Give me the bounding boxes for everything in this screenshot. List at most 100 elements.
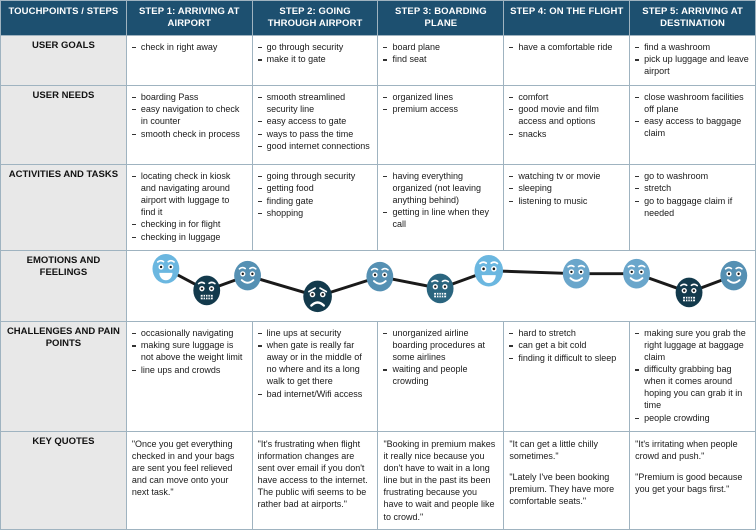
bullet-item: can get a bit cold (509, 340, 623, 352)
emotion-face-neutral (233, 260, 261, 291)
quote-text: "Once you get everything checked in and … (131, 439, 235, 498)
bullet-item: having everything organized (not leaving… (383, 171, 497, 207)
face-head (675, 277, 703, 308)
cell-user-goals-step1: check in right away (125, 34, 253, 86)
face-eyebrow (490, 261, 499, 265)
face-pupil (251, 272, 254, 276)
emotion-face-upset (193, 275, 220, 306)
bullet-item: boarding Pass (131, 92, 246, 104)
bullet-item: go to baggage claim if needed (635, 196, 749, 220)
face-eyebrow (441, 279, 449, 283)
face-pupil (210, 287, 213, 290)
bullet-item: making sure you grab the right luggage a… (635, 328, 749, 364)
bullet-list: locating check in kiosk and navigating a… (131, 171, 246, 244)
cell-quotes-step2: "It's frustrating when flight informatio… (251, 431, 379, 530)
face-head (426, 273, 454, 304)
face-head (233, 260, 261, 291)
bullet-item: organized lines (383, 92, 497, 104)
quote-text: "It's frustrating when flight informatio… (257, 439, 368, 510)
row-label-user-needs: USER NEEDS (0, 84, 127, 165)
face-eyebrow (430, 279, 439, 283)
face-eyebrow (724, 266, 733, 270)
emotion-face-neutral (562, 258, 590, 289)
quote-group: "Once you get everything checked in and … (132, 438, 246, 498)
bullet-item: find seat (383, 54, 497, 66)
quote-group: "It's irritating when people crowd and p… (635, 438, 749, 495)
cell-emotions-chart (125, 249, 756, 322)
cell-activities-step1: locating check in kiosk and navigating a… (125, 163, 253, 251)
bullet-item: check in right away (131, 42, 246, 54)
emotion-face-angry (303, 280, 332, 313)
row-key-quotes: KEY QUOTES "Once you get everything chec… (0, 431, 756, 530)
emotion-journey-line-chart (152, 253, 748, 313)
face-pupil (492, 267, 495, 271)
face-eyebrow (197, 281, 206, 285)
face-head (193, 275, 220, 306)
bullet-list: unorganized airline boarding procedures … (383, 328, 497, 388)
quote-group: "Booking in premium makes it really nice… (383, 438, 497, 522)
row-activities: ACTIVITIES AND TASKS locating check in k… (0, 163, 756, 251)
bullet-list: making sure you grab the right luggage a… (635, 328, 749, 425)
bullet-item: go through security (257, 42, 372, 54)
face-eyebrow (208, 281, 216, 285)
face-pupil (727, 272, 730, 276)
bullet-item: have a comfortable ride (509, 42, 623, 54)
bullet-item: stretch (635, 183, 749, 195)
bullet-item: shopping (257, 208, 372, 220)
quote-group: "It's frustrating when flight informatio… (258, 438, 372, 510)
face-pupil (482, 267, 485, 271)
face-eyebrow (735, 266, 743, 270)
face-pupil (682, 289, 686, 292)
face-eyebrow (577, 264, 586, 268)
face-eyebrow (690, 283, 698, 287)
face-mouth (372, 280, 387, 285)
quote-text: "Lately I've been booking premium. They … (509, 472, 615, 507)
bullet-item: finding gate (257, 196, 372, 208)
bullet-item: when gate is really far away or in the m… (257, 340, 372, 388)
face-mouth (481, 275, 496, 283)
header-step-3: STEP 3: BOARDING PLANE (377, 0, 505, 36)
face-pupil (311, 293, 314, 296)
cell-user-goals-step4: have a comfortable ride (503, 34, 631, 86)
bullet-list: have a comfortable ride (509, 42, 623, 54)
quote-text: "Booking in premium makes it really nice… (383, 439, 496, 522)
header-row: TOUCHPOINTS / STEPS STEP 1: ARRIVING AT … (0, 0, 756, 36)
row-label-key-quotes: KEY QUOTES (0, 431, 127, 530)
face-pupil (692, 289, 695, 292)
face-mouth (240, 279, 255, 284)
bullet-item: getting in line when they call (383, 207, 497, 231)
cell-quotes-step3: "Booking in premium makes it really nice… (377, 431, 505, 530)
header-step-1: STEP 1: ARRIVING AT AIRPORT (125, 0, 253, 36)
face-pupil (383, 273, 386, 277)
bullet-item: premium access (383, 104, 497, 116)
face-pupil (737, 272, 740, 276)
face-head (720, 260, 748, 291)
face-pupil (630, 270, 633, 274)
face-eyebrow (627, 264, 635, 268)
emotion-face-upset (675, 277, 703, 308)
face-pupil (200, 287, 203, 290)
cell-challenges-step5: making sure you grab the right luggage a… (629, 320, 756, 433)
face-pupil (443, 285, 446, 288)
row-label-user-goals: USER GOALS (0, 34, 127, 86)
bullet-item: sleeping (509, 183, 623, 195)
bullet-item: line ups at security (257, 328, 372, 340)
bullet-item: bad internet/Wifi access (257, 389, 372, 401)
row-challenges: CHALLENGES AND PAIN POINTS occasionally … (0, 320, 756, 433)
bullet-item: easy navigation to check in counter (131, 104, 246, 128)
face-mouth (159, 272, 173, 281)
row-label-emotions: EMOTIONS AND FEELINGS (0, 249, 127, 322)
bullet-item: good movie and film access and options (509, 104, 623, 128)
